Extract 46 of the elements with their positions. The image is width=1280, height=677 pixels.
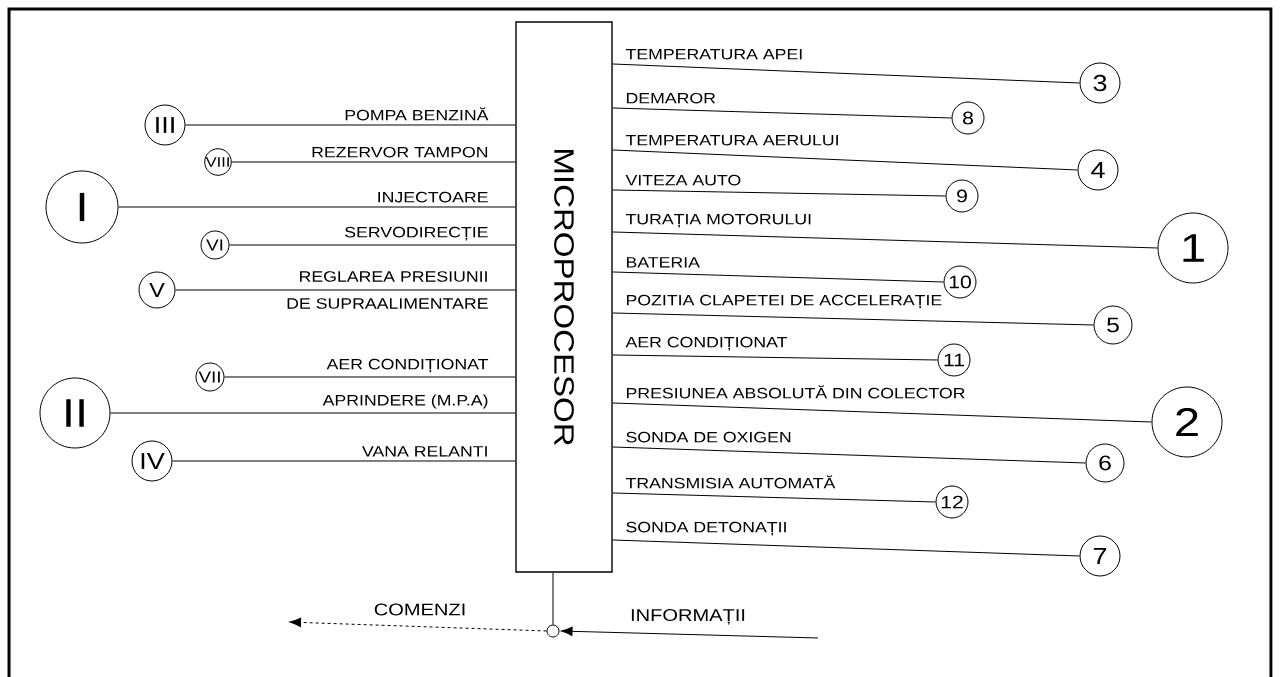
connector-line [612, 492, 936, 503]
connector-line [175, 289, 516, 291]
connector-line [118, 206, 516, 208]
edge-label: COMENZI [374, 603, 465, 616]
edge-label: POZITIA CLAPETEI DE ACCELERAȚIE [626, 294, 942, 309]
edge-label: PRESIUNEA ABSOLUTĂ DIN COLECTOR [626, 385, 965, 399]
connector-line [229, 244, 516, 246]
edge-label: TEMPERATURA APEI [625, 49, 802, 60]
connector-line [612, 354, 938, 361]
connector-line [612, 63, 1080, 84]
arrow [289, 617, 547, 632]
connector-line [172, 460, 516, 462]
connector-line [612, 446, 1086, 464]
edge-label: INFORMAȚII [631, 609, 745, 625]
edge-label: SERVODIRECȚIE [345, 226, 488, 241]
edge-label: REGLAREA PRESIUNII DE SUPRAALIMENTARE [287, 271, 488, 309]
connector-line [612, 539, 1080, 557]
arrow [561, 626, 819, 639]
connector-line [612, 149, 1078, 171]
edge-label: AER CONDIȚIONAT [625, 336, 788, 351]
edge-label: VANA RELANTI [362, 446, 487, 457]
processor-box: MICROPROCESOR [515, 21, 613, 573]
connector-line [110, 412, 516, 414]
connector-line [612, 402, 1152, 423]
connector-line [612, 271, 944, 283]
edge-label: POMPA BENZINĂ [345, 107, 489, 121]
edge-label: SONDA DE OXIGEN [626, 431, 791, 443]
connector-line [612, 189, 946, 197]
connector-line [224, 376, 516, 378]
edge-label: TEMPERATURA AERULUI [625, 135, 838, 146]
edge-label: TRANSMISIA AUTOMATĂ [625, 475, 836, 489]
edge-label: BATERIA [626, 257, 700, 268]
connector-line [612, 312, 1094, 326]
connector-line [612, 107, 952, 119]
edge-label: INJECTOARE [378, 191, 488, 203]
edge-label: REZERVOR TAMPON [312, 146, 488, 158]
connector-line [552, 572, 554, 625]
edge-label: TURAȚIA MOTORULUI [625, 213, 811, 228]
edge-label: SONDA DETONAȚII [626, 521, 786, 536]
edge-label: VITEZA AUTO [625, 174, 741, 186]
connector-line [612, 231, 1158, 249]
edge-label: AER CONDIȚIONAT [326, 358, 489, 373]
edge-label: APRINDERE (M.P.A) [322, 394, 488, 409]
connector-line [185, 124, 516, 126]
edge-label: DEMAROR [626, 92, 716, 104]
connector-line [231, 161, 516, 163]
